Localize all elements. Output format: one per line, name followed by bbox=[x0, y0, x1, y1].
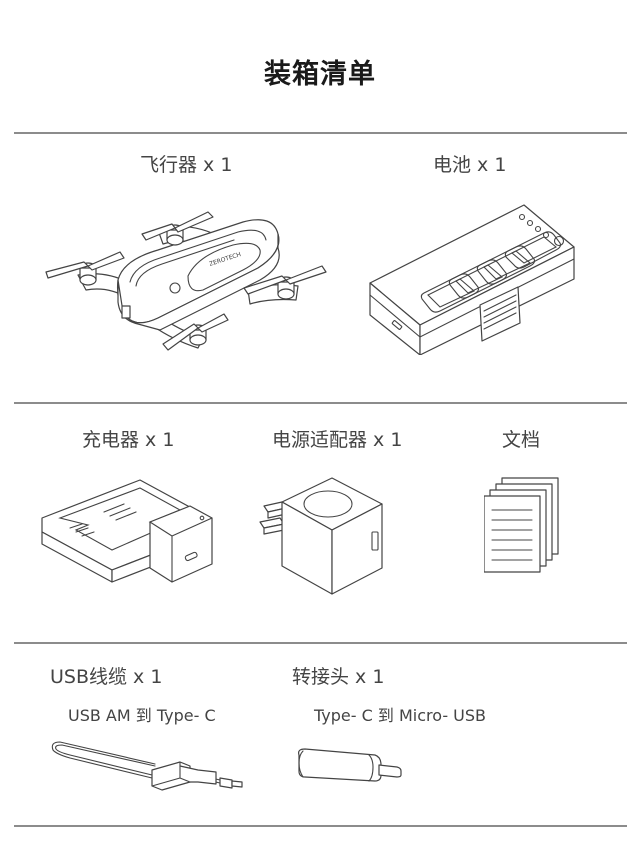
divider-1 bbox=[14, 402, 627, 404]
item-label-usb-cable: USB线缆 x 1 bbox=[50, 666, 163, 688]
documents-illustration-icon bbox=[484, 476, 564, 576]
divider-top bbox=[14, 132, 627, 134]
item-desc-usb-cable: USB AM 到 Type- C bbox=[68, 706, 216, 725]
item-label-battery: 电池 x 1 bbox=[433, 154, 507, 176]
item-label-adapter-dongle: 转接头 x 1 bbox=[292, 666, 385, 688]
item-label-aircraft: 飞行器 x 1 bbox=[140, 154, 233, 176]
power-adapter-illustration-icon bbox=[258, 470, 398, 600]
item-label-power-adapter: 电源适配器 x 1 bbox=[272, 429, 403, 451]
page-title: 装箱清单 bbox=[264, 59, 376, 90]
usb-cable-illustration-icon bbox=[50, 738, 250, 798]
drone-illustration-icon: ZEROTECH bbox=[38, 190, 338, 370]
item-label-charger: 充电器 x 1 bbox=[82, 429, 175, 451]
charger-illustration-icon bbox=[40, 470, 220, 590]
divider-bottom bbox=[14, 825, 627, 827]
item-desc-adapter-dongle: Type- C 到 Micro- USB bbox=[314, 706, 487, 725]
divider-2 bbox=[14, 642, 627, 644]
adapter-dongle-illustration-icon bbox=[295, 745, 410, 795]
item-label-documents: 文档 bbox=[502, 429, 541, 451]
battery-illustration-icon bbox=[362, 195, 582, 355]
